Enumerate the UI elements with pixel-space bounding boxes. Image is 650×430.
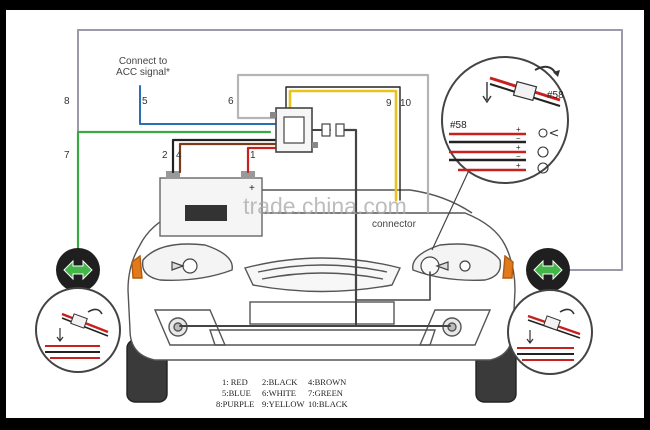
- grille-slat: [261, 272, 384, 280]
- plus-sign: +: [516, 125, 521, 134]
- curved-arrow-head: [553, 70, 560, 77]
- wire-label-5: 5: [142, 96, 148, 107]
- down-arrow-icon: [482, 82, 492, 104]
- right-arrow-glyph: [533, 259, 563, 281]
- curved-arrow-icon: [559, 308, 575, 315]
- wire-5-blue: [139, 85, 276, 125]
- inset-circle: [507, 289, 593, 375]
- wire-6-white: [236, 73, 430, 214]
- connector-plug: [321, 123, 345, 137]
- legend-item: 6:WHITE: [262, 388, 296, 398]
- watermark: trade.china.com: [243, 193, 407, 219]
- grille-slat: [257, 264, 388, 273]
- tap-clip: [512, 80, 538, 102]
- plus-sign: +: [516, 161, 521, 170]
- legend-item: 10:BLACK: [308, 399, 349, 409]
- connector-label: connector: [372, 219, 417, 230]
- left-arrow-glyph: [63, 259, 93, 281]
- control-box-tab: [270, 112, 276, 118]
- wire-10-black: [285, 86, 401, 201]
- down-arrow-icon: [56, 328, 64, 342]
- wire-1-red: [246, 146, 277, 174]
- minus-sign: −: [516, 152, 521, 161]
- wire-7-green: [76, 130, 272, 260]
- control-box-face: [283, 116, 305, 144]
- arrow-left-right-icon: [526, 248, 570, 292]
- wire-9-yellow: [288, 89, 398, 202]
- wire-label-7: 7: [64, 150, 70, 161]
- grille: [244, 257, 401, 293]
- wire-label-9: 9: [386, 98, 392, 109]
- legend-item: 4:BROWN: [308, 377, 346, 387]
- down-arrow-icon: [526, 330, 534, 344]
- legend-item: 7:GREEN: [308, 388, 343, 398]
- wire-8-purple: [77, 29, 623, 271]
- legend-item: 2:BLACK: [262, 377, 298, 387]
- control-box-icon: [270, 107, 318, 153]
- left-amber-marker: [131, 254, 143, 279]
- right-amber-marker: [502, 254, 514, 279]
- license-plate: [249, 301, 395, 325]
- legend-item: 1: RED: [222, 377, 248, 387]
- wire-4-brown: [178, 142, 277, 174]
- color-legend: 1: RED 2:BLACK 4:BROWN 5:BLUE 6:WHITE 7:…: [216, 377, 349, 409]
- wire-2-black: [171, 138, 277, 174]
- wire-label-4: 4: [176, 150, 182, 161]
- wire-label-8: 8: [64, 96, 70, 107]
- acc-signal-label-line2: ACC signal*: [116, 67, 170, 78]
- tap-clip: [70, 313, 88, 329]
- wire-label-1: 1: [250, 150, 256, 161]
- legend-item: 9:YELLOW: [262, 399, 305, 409]
- inset-detail-top: #58 #58 + − + − +: [441, 56, 569, 184]
- wire-label-6: 6: [228, 96, 234, 107]
- harness-to-right-bulb: [355, 271, 431, 301]
- output-cable-down: [340, 128, 358, 302]
- acc-signal-label-line1: Connect to: [119, 56, 168, 67]
- lower-bumper: [209, 329, 436, 346]
- plus-sign: +: [516, 143, 521, 152]
- svg-text:+: +: [249, 183, 255, 194]
- legend-item: 8:PURPLE: [216, 399, 254, 409]
- control-box-tab: [312, 142, 318, 148]
- light-symbol-icon: [537, 128, 559, 174]
- inset-pointer-line: [431, 167, 471, 251]
- wire-number-labels: 8 5 6 7 2 4 1 9 10: [64, 96, 412, 161]
- battery-terminal-negative: [166, 171, 180, 179]
- battery-icon: +: [159, 171, 263, 237]
- tap-clip: [543, 315, 561, 331]
- battery-label-plate: [185, 205, 227, 221]
- bulb-icon: [171, 256, 471, 276]
- wire-label-2: 2: [162, 150, 168, 161]
- inset-tag-left: #58: [450, 120, 467, 131]
- inset-detail-left: [35, 287, 121, 373]
- inset-circle: [35, 287, 121, 373]
- arrow-left-right-icon: [56, 248, 100, 292]
- wire-label-10: 10: [400, 98, 412, 109]
- inset-detail-right: [507, 289, 593, 375]
- minus-sign: −: [516, 134, 521, 143]
- wires: [76, 29, 623, 327]
- inset-tag-top: #58: [547, 90, 564, 101]
- curved-arrow-icon: [87, 308, 103, 315]
- legend-item: 5:BLUE: [222, 388, 251, 398]
- battery-terminal-positive: [241, 171, 255, 179]
